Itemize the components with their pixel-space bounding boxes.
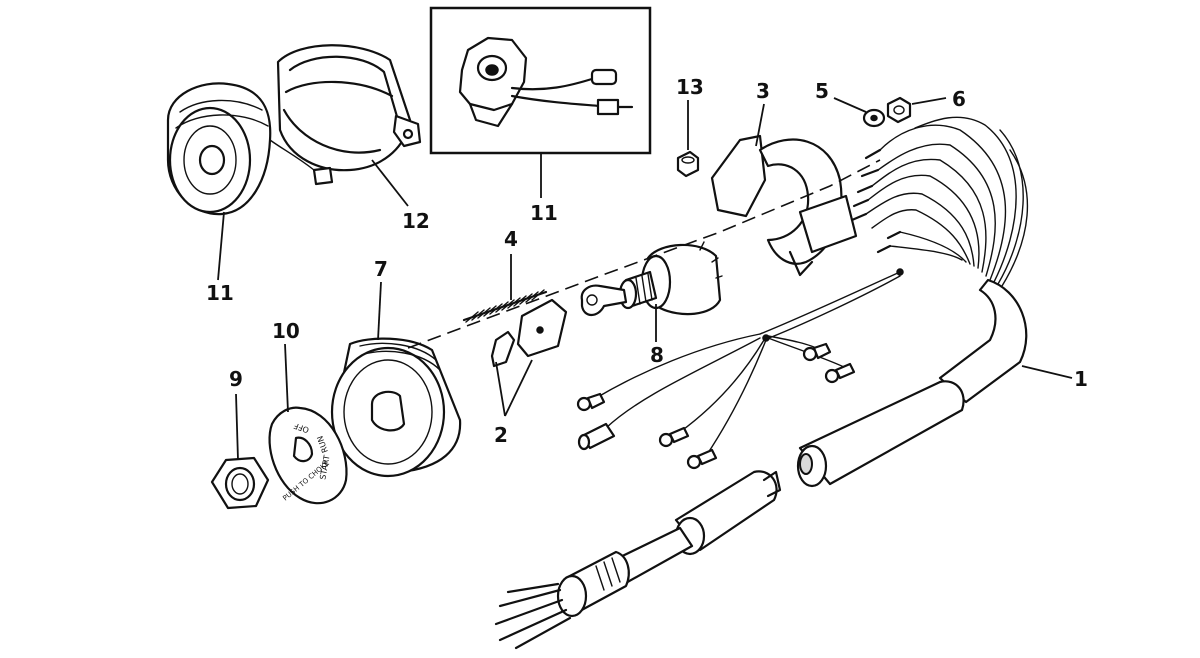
part-12-mounting-bracket	[269, 44, 422, 186]
callout-5: 5	[815, 79, 829, 103]
callout-6: 6	[952, 87, 966, 111]
inset-switch-part	[458, 36, 634, 128]
callout-11-left: 11	[206, 281, 234, 305]
part-8-ignition-switch	[580, 241, 723, 317]
plate-text-start: START	[318, 454, 331, 480]
callout-12: 12	[402, 209, 430, 233]
inset-box	[429, 6, 652, 155]
part-1-harness-cable	[796, 278, 1028, 488]
part-7-bezel-housing	[330, 337, 462, 478]
callout-4: 4	[504, 227, 518, 251]
callout-2: 2	[494, 423, 508, 447]
callout-9: 9	[229, 367, 243, 391]
assembly-axis-line	[407, 159, 881, 349]
callout-7: 7	[374, 257, 388, 281]
callout-labels: 1 2 3 4 5 6 7 8 9 10 11 11 12 13	[206, 75, 1088, 447]
part-11-gauge-cover	[166, 82, 272, 216]
part-4-spring	[462, 289, 548, 323]
part-10-instruction-plate: OFF RUN START PUSH TO CHOKE	[268, 406, 348, 505]
callout-10: 10	[272, 319, 300, 343]
callout-8: 8	[650, 343, 664, 367]
part-3-wire-retainer	[710, 134, 858, 277]
switch-leads	[576, 268, 904, 470]
part-9-hex-nut	[210, 456, 270, 510]
wire-bundle	[850, 116, 1029, 287]
callout-13: 13	[676, 75, 704, 99]
part-13-small-nut	[676, 150, 700, 178]
connector-plug	[494, 470, 782, 650]
leader-lines	[217, 97, 1073, 461]
part-2-retainer-plate	[490, 298, 568, 368]
part-5-washer	[862, 108, 886, 128]
part-6-nut	[886, 96, 912, 124]
callout-11-inset: 11	[530, 201, 558, 225]
callout-3: 3	[756, 79, 770, 103]
callout-1: 1	[1074, 367, 1088, 391]
